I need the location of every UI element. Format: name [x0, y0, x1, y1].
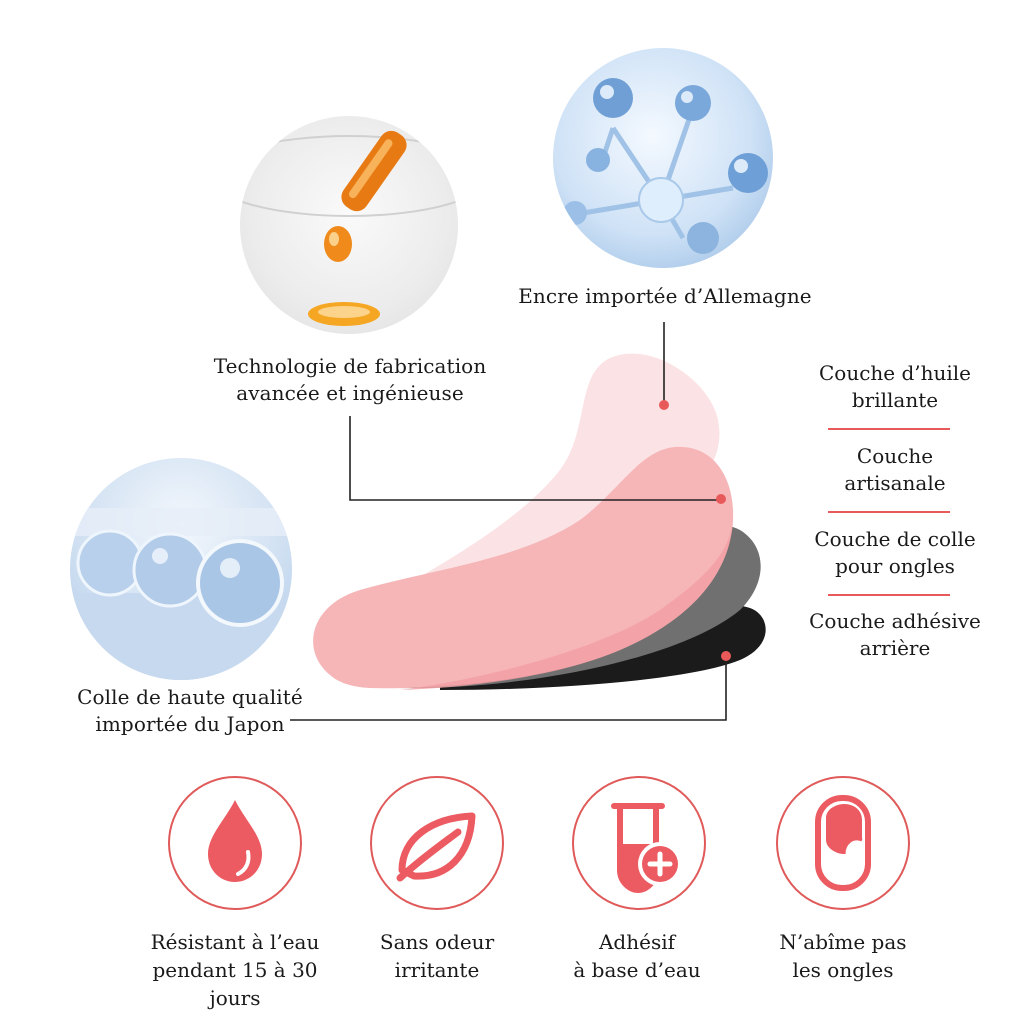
divider [828, 428, 950, 430]
divider [828, 594, 950, 596]
leaf-icon [396, 812, 476, 882]
layer-label-glue-line2: pour ongles [835, 554, 955, 578]
tech-label-line1: Technologie de fabrication [213, 354, 487, 378]
layer-label-oil-line2: brillante [851, 388, 939, 412]
tech-label: Technologie de fabrication avancée et in… [190, 353, 510, 407]
tech-label-line2: avancée et ingénieuse [236, 381, 464, 405]
layer-label-oil: Couche d’huile brillante [800, 360, 990, 414]
divider [828, 511, 950, 513]
nail-icon [815, 795, 871, 891]
glue-label-line2: importée du Japon [95, 712, 285, 736]
layer-label-glue: Couche de colle pour ongles [800, 526, 990, 580]
dropper-photo [240, 116, 458, 334]
layer-label-back-line2: arrière [859, 636, 931, 660]
feature-water-based [572, 776, 706, 910]
feature-nail-safe [776, 776, 910, 910]
layer-label-artisan-line1: Couche [856, 444, 934, 468]
feature-odorless-label: Sans odeur irritante [327, 928, 547, 984]
molecule-photo [553, 48, 773, 268]
artisan-layer-shadow [400, 520, 733, 690]
glue-label: Colle de haute qualité importée du Japon [50, 684, 330, 738]
layer-label-back: Couche adhésive arrière [795, 608, 995, 662]
feature-odorless [370, 776, 504, 910]
test-tube-plus-icon [611, 803, 682, 894]
glue-connector [290, 656, 727, 721]
glue-photo [70, 458, 292, 680]
ink-label: Encre importée d’Allemagne [518, 284, 812, 308]
feature-nail-safe-line2: les ongles [792, 958, 894, 982]
feature-waterproof-line2: pendant 15 à 30 jours [152, 958, 318, 1010]
feature-water-based-line1: Adhésif [598, 930, 676, 954]
feature-waterproof [168, 776, 302, 910]
layer-label-artisan: Couche artisanale [800, 443, 990, 497]
feature-nail-safe-label: N’abîme pas les ongles [733, 928, 953, 984]
layer-label-oil-line1: Couche d’huile [818, 361, 972, 385]
tech-dot [716, 494, 726, 504]
feature-waterproof-label: Résistant à l’eau pendant 15 à 30 jours [125, 928, 345, 1012]
glue-dot [721, 651, 731, 661]
layer-label-artisan-line2: artisanale [844, 471, 946, 495]
layer-label-glue-line1: Couche de colle [814, 527, 976, 551]
tech-connector [349, 416, 720, 501]
feature-waterproof-line1: Résistant à l’eau [150, 930, 320, 954]
glue-label-line1: Colle de haute qualité [77, 685, 303, 709]
oil-layer [380, 353, 720, 600]
feature-odorless-line2: irritante [394, 958, 480, 982]
feature-nail-safe-line1: N’abîme pas [779, 930, 907, 954]
ink-dot [659, 400, 669, 410]
feature-water-based-label: Adhésif à base d’eau [527, 928, 747, 984]
feature-odorless-line1: Sans odeur [379, 930, 495, 954]
water-drop-icon [208, 800, 262, 882]
feature-water-based-line2: à base d’eau [573, 958, 701, 982]
layer-label-back-line1: Couche adhésive [809, 609, 981, 633]
